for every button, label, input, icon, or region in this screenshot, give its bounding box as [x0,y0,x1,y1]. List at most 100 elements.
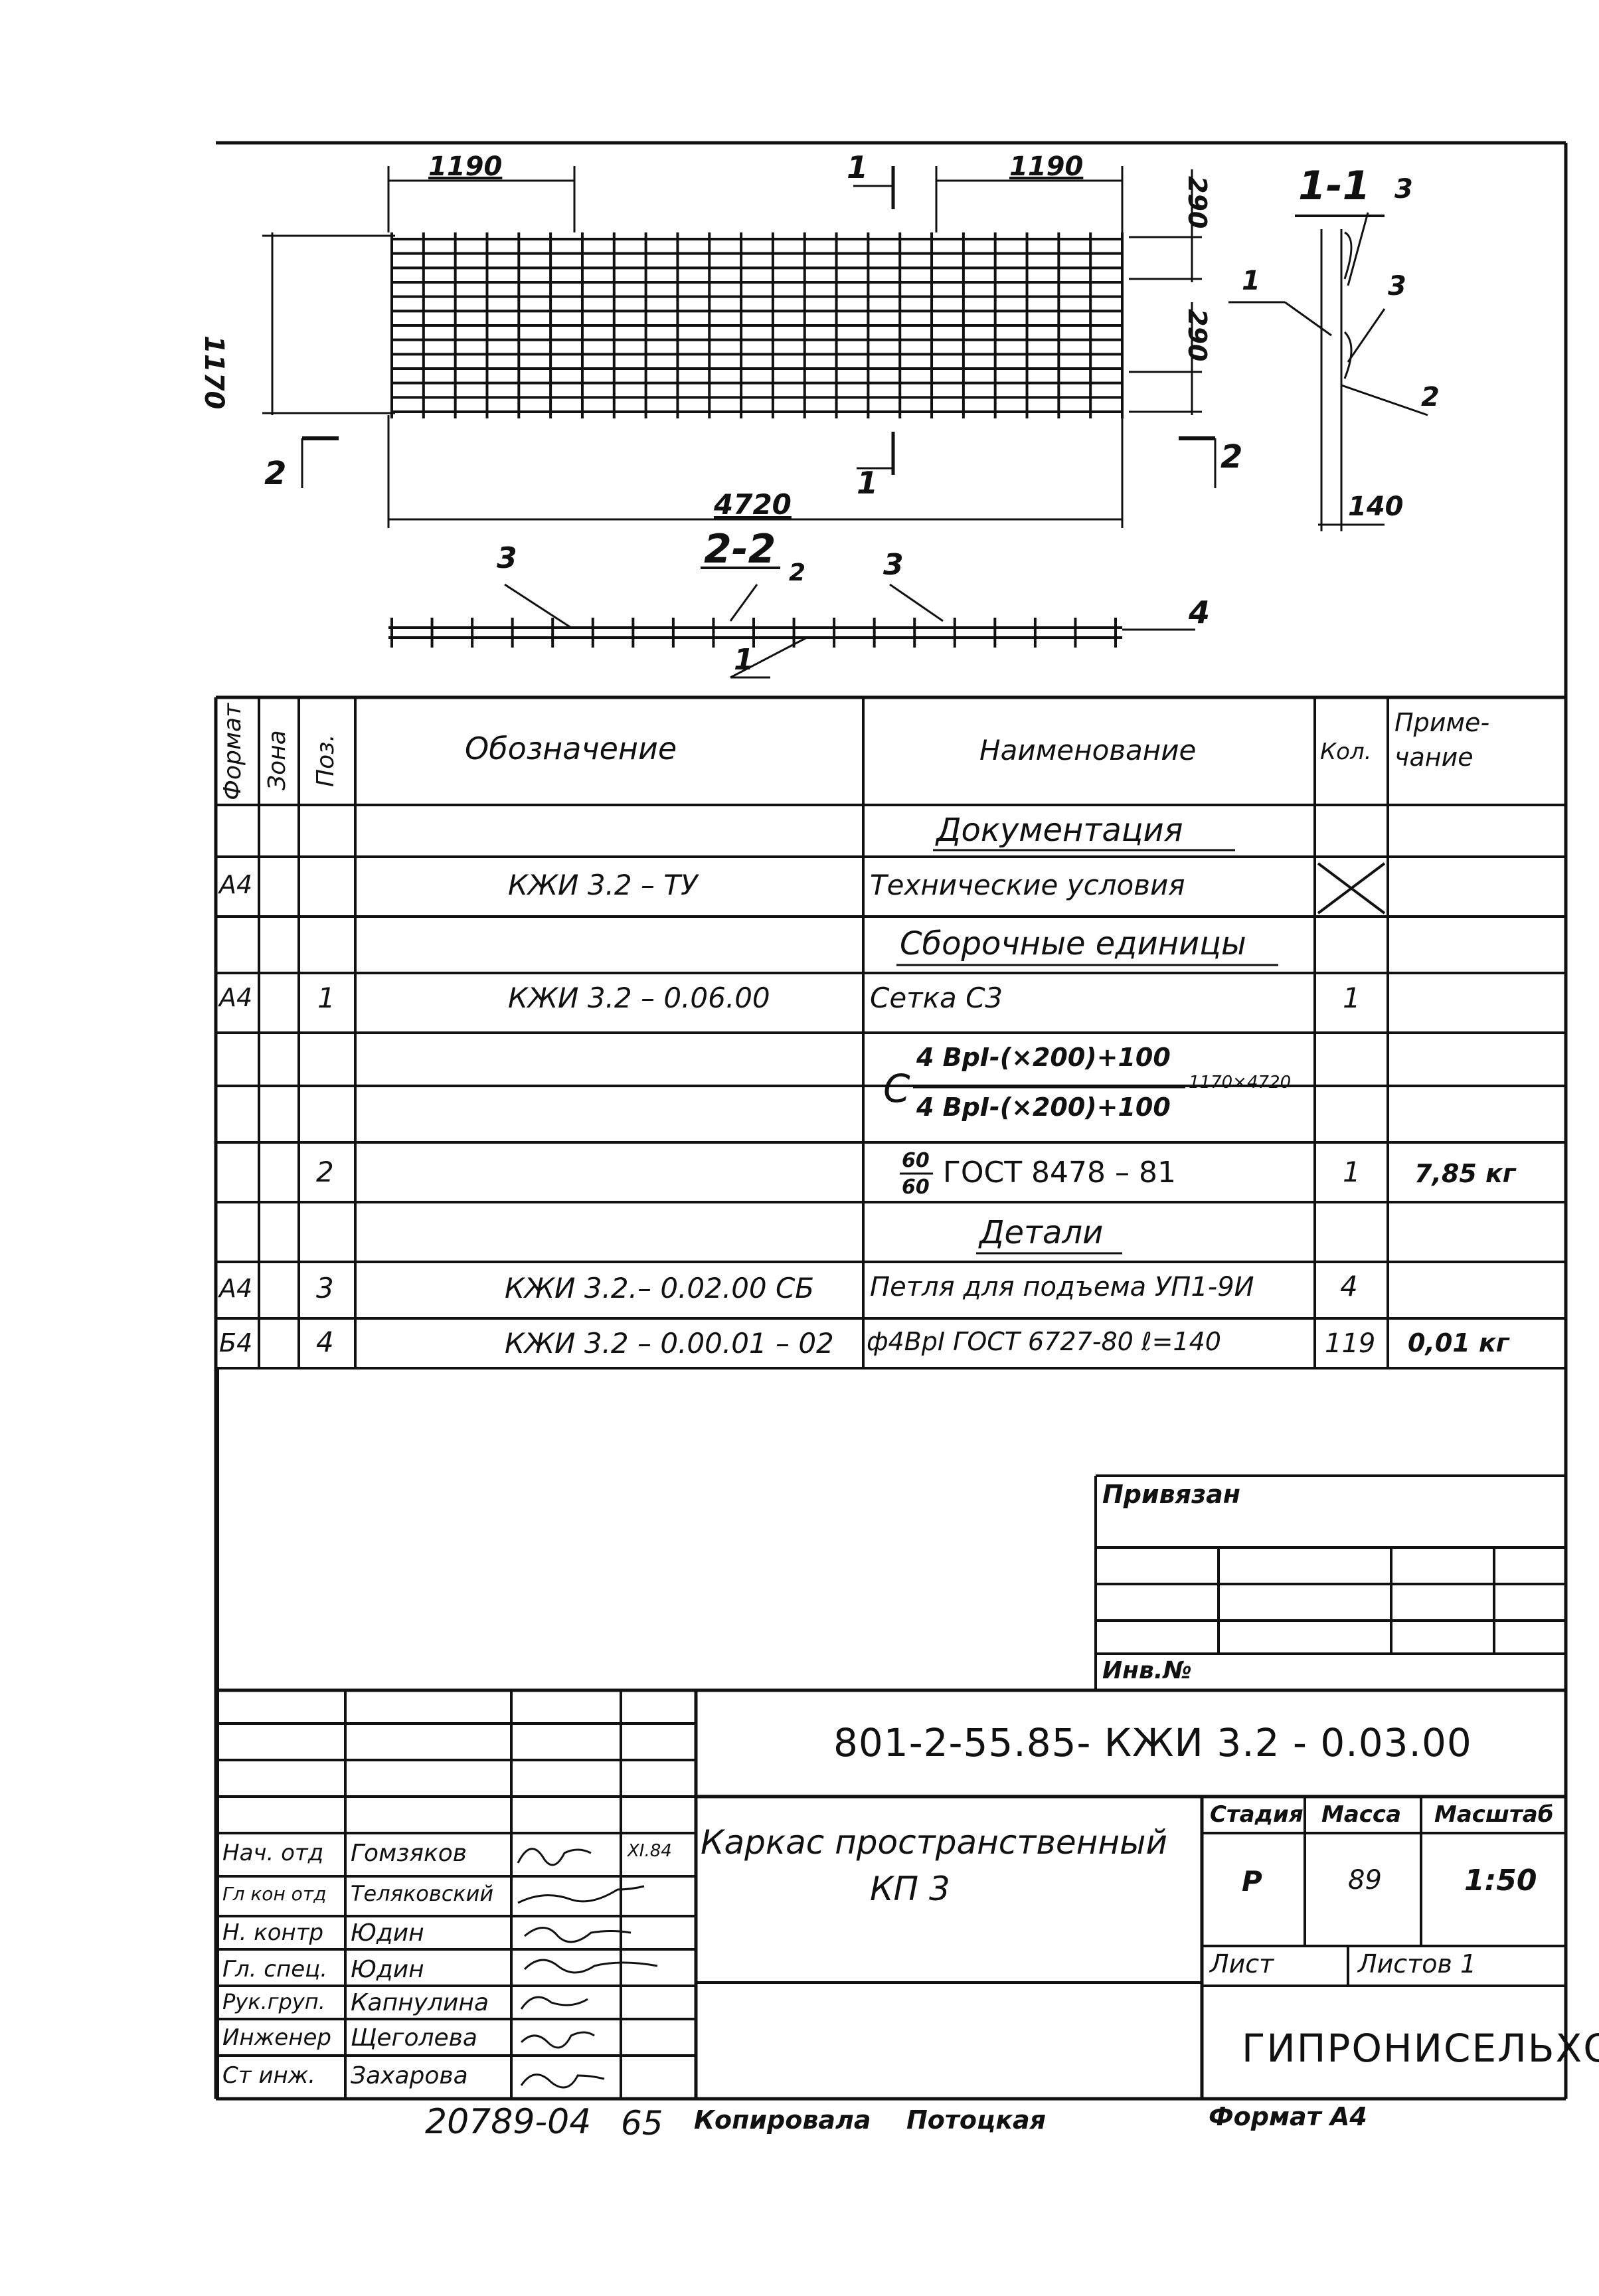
footer-copied-name: Потоцкая [906,2105,1047,2135]
mesh-formula-top: 4 ВрI-(×200)+100 [916,1043,1171,1072]
row-designation: КЖИ 3.2.– 0.02.00 СБ [505,1272,815,1304]
row-designation: КЖИ 3.2 – ТУ [508,869,698,901]
scale-value: 1:50 [1464,1864,1537,1898]
row-qty: 1 [1343,1156,1361,1188]
s11-pos-1: 1 [1242,266,1260,296]
row-format: Б4 [219,1328,253,1358]
hdr-format: Формат [219,703,246,800]
s11-dim-140: 140 [1348,491,1404,522]
cut-mark-1-top: 1 [847,149,869,185]
title-line2: КП 3 [870,1870,950,1908]
dim-length: 4720 [714,488,792,521]
signer-role: Н. контр [222,1919,324,1946]
stage-value: Р [1242,1865,1262,1898]
row-designation: КЖИ 3.2 – 0.00.01 – 02 [505,1327,834,1360]
row-name: ГОСТ 8478 – 81 [943,1156,1176,1190]
cut-mark-1-bottom: 1 [857,465,879,501]
signer-role: Гл. спец. [222,1956,328,1983]
mesh-formula-bottom: 4 ВрI-(×200)+100 [916,1093,1171,1122]
mass-label: Масса [1321,1801,1402,1828]
signer-role: Рук.груп. [222,1989,325,2014]
footer-format: Формат А4 [1209,2102,1367,2131]
row-name: Технические условия [870,869,1185,901]
signer-name: Захарова [351,2062,468,2089]
section-1-1-label: 1-1 [1298,163,1371,209]
footer-number: 20789-04 [425,2102,592,2142]
row-designation: КЖИ 3.2 – 0.06.00 [508,982,770,1014]
signer-role: Инженер [222,2024,331,2051]
row-qty: 1 [1343,982,1361,1014]
scale-label: Масштаб [1434,1801,1554,1828]
s22-pos-1: 1 [734,643,754,677]
hdr-name: Наименование [979,734,1197,766]
footer-page: 65 [621,2104,663,2143]
dim-right-bottom: 290 [1183,309,1212,362]
stage-label: Стадия [1210,1801,1304,1828]
hdr-qty: Кол. [1320,739,1372,765]
mass-value: 89 [1348,1865,1382,1896]
mesh-formula-size: 1170×4720 [1189,1073,1292,1093]
hdr-zone: Зона [264,730,291,790]
section-documentation: Документация [936,812,1183,849]
hdr-designation: Обозначение [465,731,677,766]
title-block-grid [216,1688,1566,2099]
row-pos: 3 [316,1272,334,1304]
sheets-label: Листов 1 [1358,1949,1477,1979]
row-pos: 2 [316,1156,334,1188]
sign-date: XI.84 [628,1841,672,1861]
binding-label: Привязан [1102,1480,1241,1509]
signer-role: Нач. отд [222,1840,324,1866]
section-2-2-label: 2-2 [704,526,776,573]
row-name: Петля для подъема УП1-9И [870,1272,1254,1302]
s22-pos-2: 2 [789,559,806,586]
cut-mark-2-right: 2 [1220,438,1243,476]
row-note: 7,85 кг [1414,1159,1516,1188]
s11-pos-3a: 3 [1394,174,1413,205]
row-name: Сетка С3 [870,982,1003,1014]
row-format: А4 [219,983,253,1012]
signer-role: Гл кон отд [222,1883,327,1905]
spec-table-grid [216,695,1566,1369]
s22-pos-3b: 3 [883,548,904,582]
section-details: Детали [979,1214,1104,1251]
fraction-top: 60 [902,1149,930,1172]
section-assembly: Сборочные единицы [900,925,1246,962]
signer-role: Ст инж. [222,2062,316,2089]
s11-pos-3b: 3 [1388,271,1406,302]
binding-grid [1094,1474,1566,1690]
row-qty: 4 [1340,1270,1358,1302]
row-name: ф4ВрI ГОСТ 6727-80 ℓ=140 [867,1327,1221,1356]
row-note: 0,01 кг [1408,1328,1509,1358]
row-format: А4 [219,870,253,899]
hdr-note: Приме- чание [1394,708,1490,772]
doc-code: 801-2-55.85- КЖИ 3.2 - 0.03.00 [833,1720,1472,1765]
row-qty: 119 [1325,1328,1376,1359]
fraction-bottom: 60 [902,1176,930,1199]
row-format: А4 [219,1274,253,1303]
signer-name: Юдин [351,1956,424,1983]
signer-name: Теляковский [351,1881,494,1906]
mesh-formula-prefix: С [883,1066,910,1111]
signer-name: Щеголева [351,2024,477,2052]
s11-pos-2: 2 [1421,382,1440,412]
s22-pos-3a: 3 [497,541,517,575]
org-name: ГИПРОНИСЕЛЬХОЗ [1242,2026,1599,2071]
dim-height: 1170 [199,335,229,410]
signatures [517,1848,658,2089]
title-line1: Каркас пространственный [701,1823,1168,1862]
row-pos: 1 [317,982,335,1014]
dim-top-left: 1190 [428,151,503,182]
mesh-plan-view [390,232,1124,418]
s22-pos-4: 4 [1189,594,1211,630]
signer-name: Юдин [351,1919,424,1947]
inv-label: Инв.№ [1102,1657,1192,1684]
hdr-pos: Поз. [312,734,339,787]
sheet-label: Лист [1210,1949,1274,1979]
row-pos: 4 [316,1326,334,1358]
footer-copied-label: Копировала [694,2105,871,2135]
signer-name: Гомзяков [351,1840,467,1867]
dim-top-right: 1190 [1009,151,1084,182]
signer-name: Капнулина [351,1989,489,2016]
cut-mark-2-left: 2 [264,455,287,492]
